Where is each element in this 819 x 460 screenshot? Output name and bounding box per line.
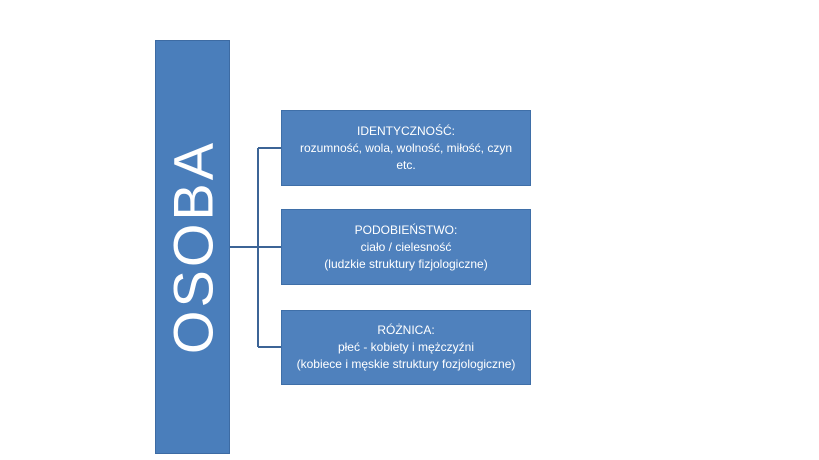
child-node-text: etc. xyxy=(396,157,416,172)
child-node-text: płeć - kobiety i mężczyźni xyxy=(337,340,475,354)
child-node-title: RÓŻNICA: xyxy=(377,323,435,337)
child-node-title: IDENTYCZNOŚĆ: xyxy=(356,123,455,138)
child-node-roznica: RÓŻNICA: płeć - kobiety i mężczyźni (kob… xyxy=(281,310,531,385)
child-node-title: PODOBIEŃSTWO: xyxy=(354,222,458,237)
child-node-podobienstwo: PODOBIEŃSTWO: ciało / cielesność (ludzki… xyxy=(281,209,531,285)
root-node-osoba: OSOBA xyxy=(155,40,230,454)
child-node-identycznosc: IDENTYCZNOŚĆ: rozumność, wola, wolność, … xyxy=(281,110,531,186)
child-node-text: ciało / cielesność xyxy=(360,239,452,254)
child-node-text: (kobiece i męskie struktury fozjologiczn… xyxy=(296,357,516,371)
child-node-text: (ludzkie struktury fizjologiczne) xyxy=(324,256,488,271)
child-node-text: rozumność, wola, wolność, miłość, czyn xyxy=(299,140,513,155)
